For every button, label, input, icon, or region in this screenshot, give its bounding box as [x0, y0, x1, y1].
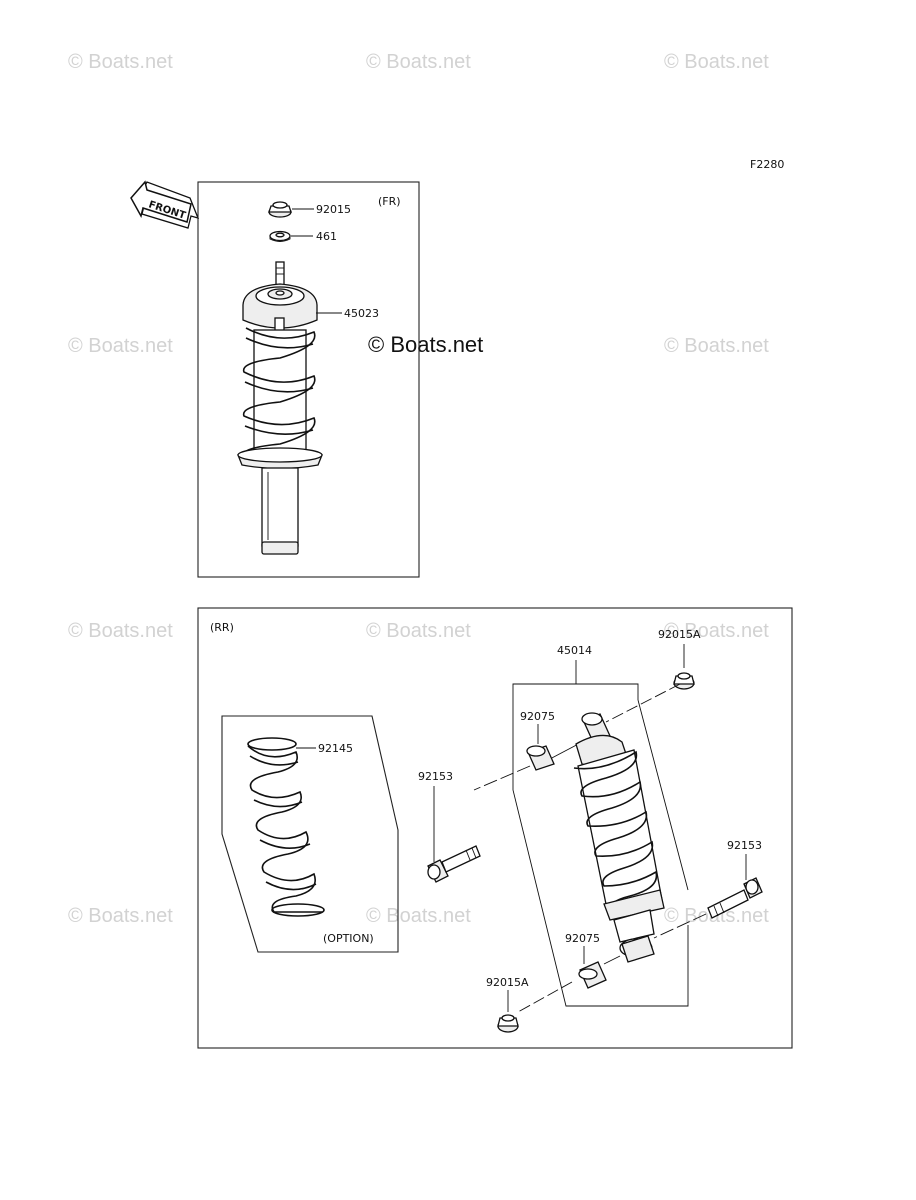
watermark: © Boats.net — [68, 335, 173, 357]
part-number: 45023 — [344, 307, 379, 320]
rear-panel-frame — [197, 607, 793, 1049]
part-number: 461 — [316, 230, 337, 243]
watermark: © Boats.net — [68, 905, 173, 927]
front-panel-frame — [197, 181, 420, 578]
watermark-center: © Boats.net — [368, 332, 483, 357]
option-label: (OPTION) — [323, 932, 374, 945]
part-number: 92153 — [418, 770, 453, 783]
watermark: © Boats.net — [68, 620, 173, 642]
part-number: 92015 — [316, 203, 351, 216]
figure-id: F2280 — [750, 158, 784, 171]
flange-nut-icon — [497, 1014, 519, 1033]
part-number: 92145 — [318, 742, 353, 755]
part-number: 92153 — [727, 839, 762, 852]
coil-spring-icon — [247, 737, 325, 917]
part-number: 92015A — [486, 976, 529, 989]
watermarks: © Boats.net © Boats.net © Boats.net © Bo… — [68, 51, 769, 927]
rear-panel-label: (RR) — [210, 621, 234, 634]
watermark: © Boats.net — [366, 620, 471, 642]
watermark: © Boats.net — [664, 620, 769, 642]
rear-panel: (RR) (OPTION) 92145 45014 92015A — [197, 607, 793, 1049]
watermark: © Boats.net — [68, 51, 173, 73]
washer-icon — [269, 230, 291, 242]
bolt-icon — [427, 845, 481, 883]
part-number: 92075 — [520, 710, 555, 723]
part-number: 45014 — [557, 644, 592, 657]
watermark: © Boats.net — [366, 905, 471, 927]
flange-nut-icon — [268, 201, 292, 218]
option-box — [221, 715, 399, 953]
watermark: © Boats.net — [664, 335, 769, 357]
front-panel: (FR) 92015 461 — [197, 181, 420, 578]
watermark: © Boats.net — [664, 51, 769, 73]
bushing-icon — [578, 961, 607, 989]
front-shock-absorber-icon — [237, 261, 323, 555]
part-number: 92015A — [658, 628, 701, 641]
bolt-icon — [707, 877, 763, 919]
front-panel-label: (FR) — [378, 195, 401, 208]
watermark: © Boats.net — [366, 51, 471, 73]
bushing-icon — [526, 745, 555, 771]
front-arrow-icon: FRONT — [130, 180, 200, 229]
flange-nut-icon — [673, 672, 695, 690]
rear-shock-absorber-icon — [573, 734, 665, 963]
part-number: 92075 — [565, 932, 600, 945]
